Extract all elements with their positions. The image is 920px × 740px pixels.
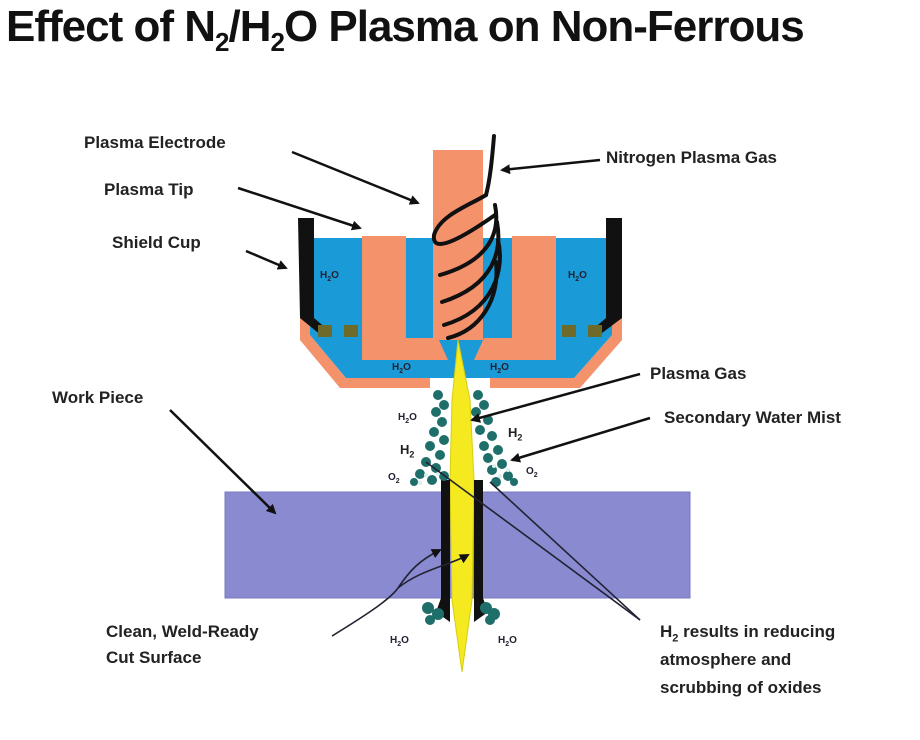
kerf-edge-left <box>441 480 450 598</box>
chem-h2o-mist: H2O <box>398 412 417 425</box>
page-title: Effect of N2/H2O Plasma on Non-Ferrous <box>6 2 805 57</box>
insulator <box>318 325 332 337</box>
plasma-jet <box>449 339 475 673</box>
chem-h2o-chamber-right: H2O <box>568 270 587 283</box>
plasma-tip-left <box>362 236 448 360</box>
thin-leaders <box>331 461 641 637</box>
label-plasma-gas: Plasma Gas <box>650 364 747 383</box>
chem-o2-left: O2 <box>388 472 400 485</box>
label-h2-note-line2: atmosphere and <box>660 650 792 669</box>
label-secondary-water-mist: Secondary Water Mist <box>664 408 841 427</box>
label-plasma-tip: Plasma Tip <box>104 180 194 199</box>
chem-h2o-exit-left: H2O <box>390 635 409 648</box>
shield-cup-left <box>298 218 328 336</box>
label-h2-note-line3: scrubbing of oxides <box>660 678 822 697</box>
chem-h2o-chamber-left: H2O <box>320 270 339 283</box>
nitrogen-swirl <box>431 134 502 340</box>
chem-h2o-exit-right: H2O <box>498 635 517 648</box>
leader-arrows <box>169 150 651 515</box>
insulator <box>562 325 576 337</box>
kerf-bottom-left <box>436 598 450 622</box>
label-nitrogen-plasma-gas: Nitrogen Plasma Gas <box>606 148 778 167</box>
chem-h2-right: H2 <box>508 425 523 443</box>
insulator <box>588 325 602 337</box>
label-cut-surface-line1: Clean, Weld-Ready <box>106 622 259 641</box>
chem-h2o-bottom-left: H2O <box>392 362 411 375</box>
water-mist-left <box>410 390 449 625</box>
chem-h2-left: H2 <box>400 442 415 460</box>
chem-o2-right: O2 <box>526 466 538 479</box>
label-plasma-electrode: Plasma Electrode <box>84 133 226 152</box>
label-cut-surface-line2: Cut Surface <box>106 648 202 667</box>
label-work-piece: Work Piece <box>52 388 144 407</box>
label-shield-cup: Shield Cup <box>112 233 201 252</box>
shield-cup-right <box>592 218 622 336</box>
kerf-edge-right <box>474 480 483 598</box>
chem-h2o-bottom-right: H2O <box>490 362 509 375</box>
plasma-tip-right <box>474 236 556 360</box>
insulator <box>344 325 358 337</box>
label-h2-note-line1: H2 results in reducing <box>660 622 836 645</box>
mist-highlights <box>418 464 510 485</box>
